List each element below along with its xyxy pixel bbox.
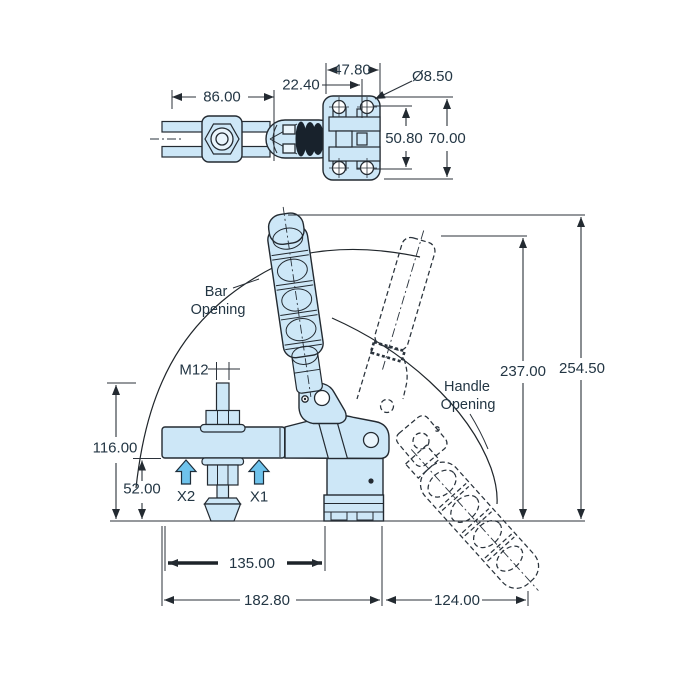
base-foot bbox=[323, 494, 385, 522]
force-arrow-x1: X1 bbox=[247, 459, 271, 506]
dim-hole-offset: 22.40 bbox=[282, 77, 363, 118]
dim-hole-diameter: Ø8.50 bbox=[374, 68, 453, 100]
dim-overall-height-text: 254.50 bbox=[559, 360, 605, 377]
dim-base-length: 182.80 bbox=[161, 526, 383, 609]
spindle-hex-nut-lower bbox=[206, 464, 239, 486]
body-column bbox=[326, 457, 384, 497]
dim-height-to-bar: 116.00 bbox=[93, 382, 138, 519]
force-x1-text: X1 bbox=[250, 489, 268, 506]
dim-base-length-text: 182.80 bbox=[244, 592, 290, 609]
svg-text:Opening: Opening bbox=[191, 302, 246, 318]
dim-plate-width-text: 47.80 bbox=[333, 62, 371, 79]
label-bar-opening: Bar Opening bbox=[191, 278, 260, 318]
bar-opening-arc bbox=[135, 248, 421, 489]
dim-handle-open-height: 237.00 bbox=[441, 235, 546, 519]
body-rivet bbox=[368, 478, 374, 484]
label-handle-opening: Handle Opening bbox=[441, 379, 496, 450]
dim-arm-length-text: 86.00 bbox=[203, 89, 241, 106]
dim-bar-length-text: 135.00 bbox=[229, 555, 275, 572]
dim-plate-height-text: 70.00 bbox=[428, 130, 466, 147]
mounting-holes bbox=[329, 97, 377, 178]
dim-hole-offset-text: 22.40 bbox=[282, 77, 320, 94]
dim-plate-width: 47.80 bbox=[325, 62, 381, 94]
spindle-rod-top bbox=[215, 382, 230, 413]
spindle-foot-pad bbox=[203, 497, 242, 505]
handle-open-position-upper bbox=[356, 230, 448, 468]
svg-text:Bar: Bar bbox=[205, 284, 228, 300]
spindle-assembly bbox=[199, 382, 246, 522]
mounting-plate-top-view bbox=[322, 95, 381, 181]
dim-arm-length: 86.00 bbox=[171, 89, 275, 161]
dim-spindle-thread: M12 bbox=[179, 362, 240, 380]
force-arrow-x2: X2 bbox=[174, 459, 198, 505]
front-view: X2 X1 Bar Opening Handle Opening M12 bbox=[93, 206, 605, 609]
dim-plate-height: 70.00 bbox=[384, 96, 466, 180]
spindle-block-top-view bbox=[201, 115, 243, 163]
dim-bar-clearance-text: 52.00 bbox=[123, 481, 161, 498]
body-pivot-hole bbox=[362, 431, 380, 449]
dim-hole-row-spacing-text: 50.80 bbox=[385, 130, 423, 147]
dim-hole-diameter-text: Ø8.50 bbox=[412, 68, 453, 85]
force-x2-text: X2 bbox=[177, 488, 195, 505]
dim-height-to-bar-text: 116.00 bbox=[93, 440, 138, 457]
dim-bar-clearance: 52.00 bbox=[123, 458, 161, 519]
dim-handle-overhang-text: 124.00 bbox=[434, 592, 480, 609]
svg-text:Handle: Handle bbox=[444, 379, 490, 395]
dim-hole-row-spacing: 50.80 bbox=[373, 105, 423, 170]
dim-spindle-thread-text: M12 bbox=[179, 362, 208, 379]
dim-handle-overhang: 124.00 bbox=[386, 591, 529, 609]
dim-overall-height: 254.50 bbox=[288, 214, 605, 519]
spindle-hex-nut-upper bbox=[205, 409, 241, 426]
dim-bar-length: 135.00 bbox=[164, 526, 326, 572]
svg-text:Opening: Opening bbox=[441, 397, 496, 413]
handle-grip-closed bbox=[267, 206, 324, 397]
top-view: 86.00 22.40 47.80 Ø8.50 50.80 bbox=[150, 62, 466, 181]
upper-pivot-pin bbox=[313, 389, 331, 407]
dim-handle-open-height-text: 237.00 bbox=[500, 363, 546, 380]
